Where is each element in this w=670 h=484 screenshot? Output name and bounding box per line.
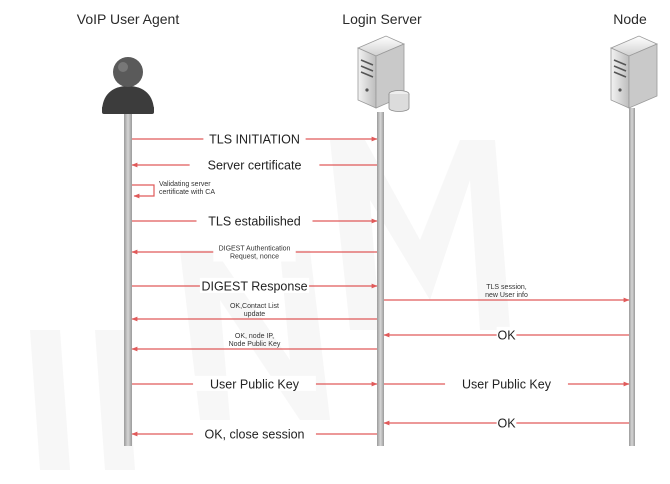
message-label-background (196, 212, 313, 228)
message-label: User Public Key (462, 377, 552, 391)
message-digest-response: DIGEST Response (132, 277, 378, 293)
message-label-background (189, 156, 320, 172)
actor-title-login-server: Login Server (342, 11, 422, 27)
message-label: Node Public Key (229, 341, 281, 348)
message-label: DIGEST Authentication (219, 245, 291, 252)
actor-title-node: Node (613, 11, 647, 27)
lifeline-login-server (377, 112, 384, 446)
message-label-background (193, 425, 316, 441)
message-label-background (213, 243, 296, 262)
message-server-certificate: Server certificate (131, 156, 377, 172)
message-ok-from-node-2: OK (383, 414, 629, 430)
message-label-background (496, 326, 517, 342)
message-user-public-key-1: User Public Key (132, 375, 378, 391)
message-ok-close-session: OK, close session (131, 425, 377, 441)
message-label: User Public Key (210, 377, 300, 391)
message-tls-initiation: TLS INITIATION (132, 130, 378, 146)
actor-title-voip-user-agent: VoIP User Agent (77, 11, 180, 27)
message-label-background (203, 130, 306, 146)
lifeline-voip-user-agent (124, 110, 132, 446)
message-ok-node-ip: OK, node IP,Node Public Key (131, 333, 377, 352)
message-label: Validating server (159, 181, 211, 188)
message-tls-established: TLS estabilished (132, 212, 378, 228)
message-label: Request, nonce (230, 253, 279, 260)
message-label-background (193, 375, 316, 391)
message-label: OK,Contact List (230, 303, 279, 310)
user-person-icon (102, 57, 154, 114)
message-label: TLS estabilished (208, 214, 300, 228)
message-user-public-key-2: User Public Key (384, 375, 630, 391)
server-with-database-icon (357, 35, 410, 112)
server-tower-icon (610, 35, 658, 109)
message-label: Server certificate (208, 158, 302, 172)
message-label-background (445, 375, 568, 391)
message-label: TLS session, (486, 284, 527, 291)
message-label: OK, close session (204, 427, 304, 441)
self-message-arrow (132, 184, 155, 199)
message-ok-from-node-1: OK (383, 326, 629, 342)
message-label: certificate with CA (159, 189, 215, 196)
message-list: TLS INITIATION Server certificateValidati… (131, 130, 630, 441)
message-label-background (199, 277, 310, 293)
message-label-background (496, 414, 517, 430)
message-label: OK (497, 328, 516, 342)
message-label: DIGEST Response (201, 279, 307, 293)
lifeline-node (629, 108, 635, 446)
message-label: update (244, 311, 266, 318)
message-tls-session-new-user: TLS session,new User info (384, 284, 630, 303)
message-label: OK (497, 416, 516, 430)
message-label: OK, node IP, (235, 333, 274, 340)
message-label: new User info (485, 292, 528, 299)
message-label: TLS INITIATION (209, 132, 300, 146)
